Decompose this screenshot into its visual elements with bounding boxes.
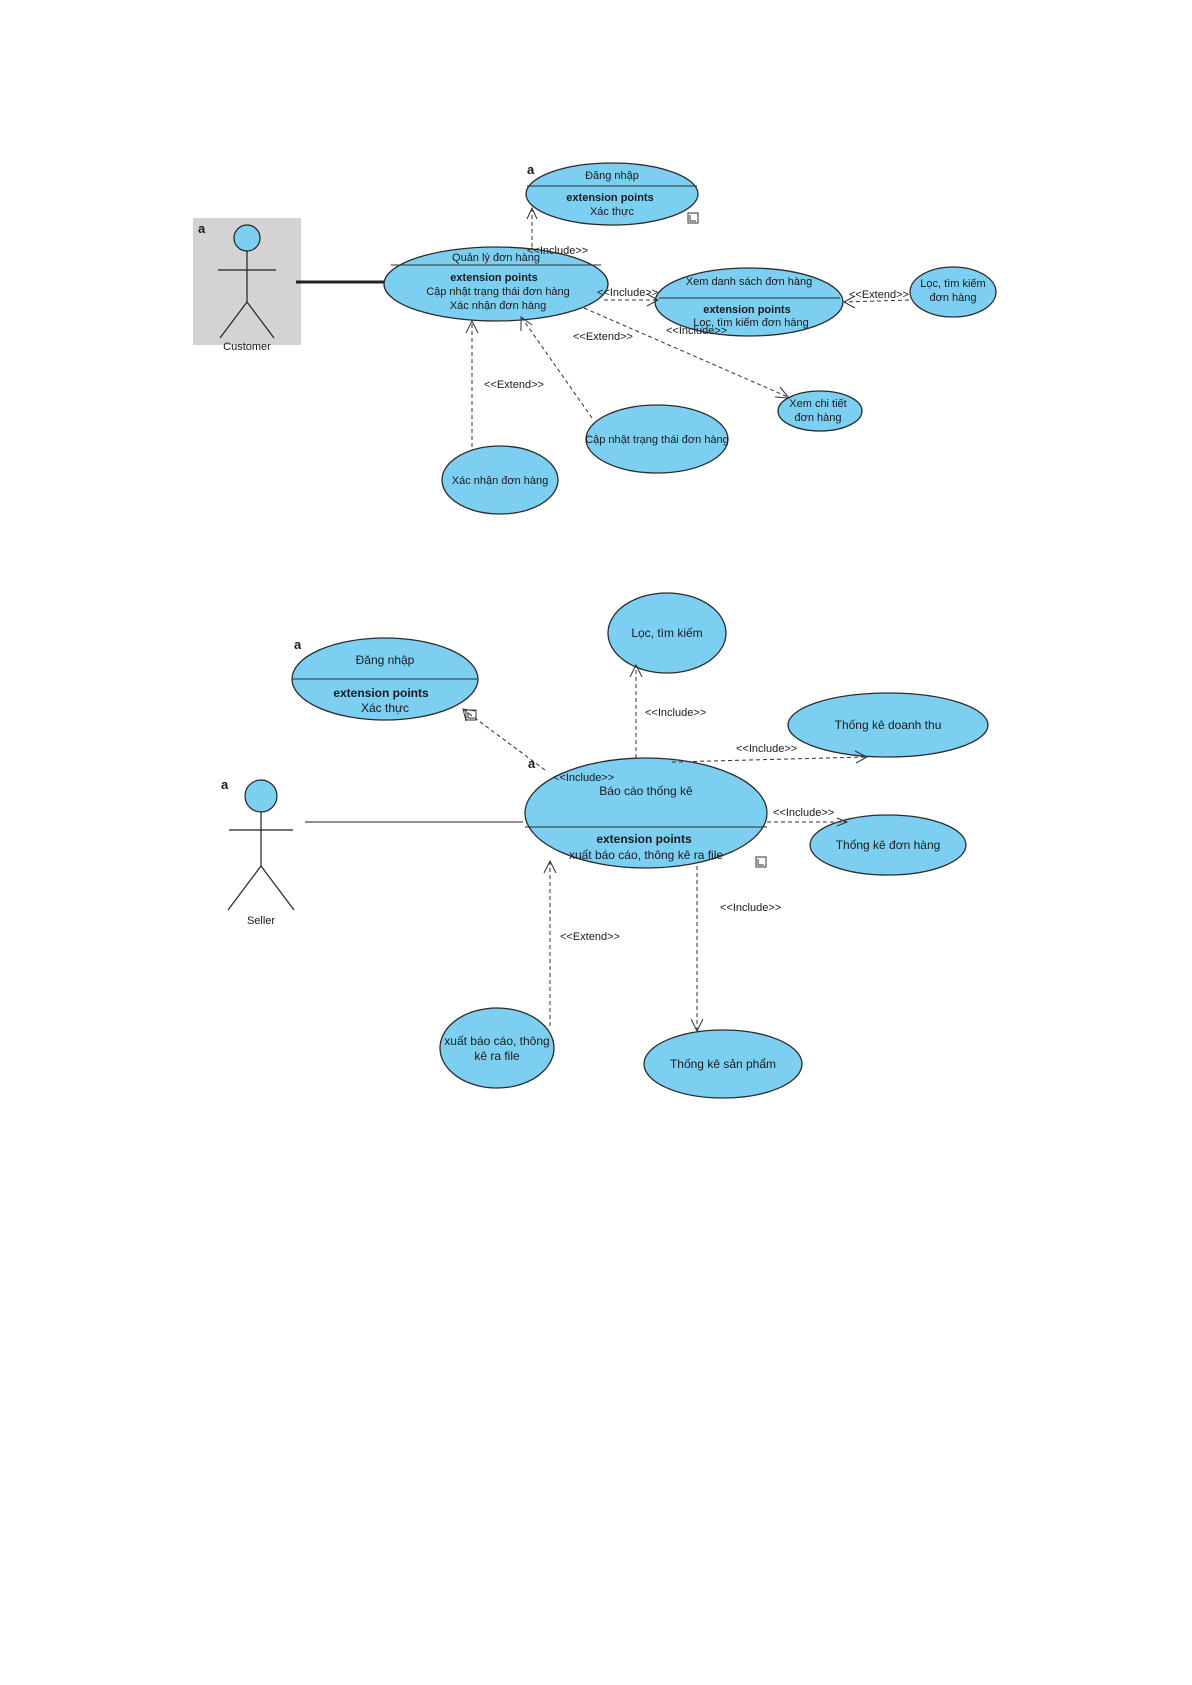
relationship-label: <<Extend>> xyxy=(484,379,544,391)
actor-right-leg xyxy=(246,301,275,339)
relationship-label: <<Extend>> xyxy=(560,931,620,943)
relationship-include-revenue[interactable]: <<Include>> xyxy=(671,743,869,764)
relationship-label: <<Include>> xyxy=(720,902,781,914)
usecase-view-order-list[interactable]: Xem danh sách đơn hàng extension points … xyxy=(654,267,844,337)
usecase-title: Xác nhận đơn hàng xyxy=(452,475,549,487)
usecase-title-line2: đơn hàng xyxy=(930,292,977,304)
actor-tag: a xyxy=(198,221,206,236)
usecase-shape xyxy=(607,592,727,674)
actor-head xyxy=(244,779,278,813)
extension-point: Xác thực xyxy=(361,701,409,715)
relationship-extend-export[interactable]: <<Extend>> xyxy=(543,859,620,1026)
usecase-shape xyxy=(524,757,768,869)
relationship-label: <<Extend>> xyxy=(573,331,633,343)
relationship-label: <<Include>> xyxy=(553,772,614,784)
relationship-extend-update[interactable]: <<Extend>> xyxy=(520,316,633,419)
usecase-title: Cập nhật trạng thái đơn hàng xyxy=(585,434,729,446)
relationship-label: <<Extend>> xyxy=(849,289,909,301)
extension-point: Xác nhận đơn hàng xyxy=(450,300,547,312)
usecase-confirm-order[interactable]: Xác nhận đơn hàng xyxy=(441,445,559,515)
usecase-filter-search[interactable]: Lọc, tìm kiếm xyxy=(607,592,727,674)
relationship-label: <<Include>> xyxy=(736,743,797,755)
actor-head xyxy=(233,224,261,252)
relationship-include-filter[interactable]: <<Include>> xyxy=(629,663,706,758)
usecase-tag: a xyxy=(527,162,535,177)
extension-point: Xác thực xyxy=(590,206,635,218)
relationship-label: <<Include>> xyxy=(666,325,727,337)
usecase-title: Lọc, tìm kiếm xyxy=(631,626,702,640)
usecase-title: Thống kê doanh thu xyxy=(835,718,942,732)
actor-name: Customer xyxy=(223,341,271,353)
relationship-include-login[interactable]: <<Include>> xyxy=(526,206,588,257)
usecase-revenue-stats[interactable]: Thống kê doanh thu xyxy=(787,692,989,758)
usecase-filter-orders[interactable]: Lọc, tìm kiếm đơn hàng xyxy=(909,266,997,318)
actor-tag: a xyxy=(221,777,229,792)
usecase-title: Thống kê đơn hàng xyxy=(836,838,941,852)
relationship-include-products[interactable]: <<Include>> xyxy=(690,866,781,1033)
usecase-title: Quản lý đơn hàng xyxy=(452,252,540,264)
extension-points-header: extension points xyxy=(566,192,653,204)
usecase-title: Đăng nhập xyxy=(356,653,415,667)
actor-name: Seller xyxy=(247,915,275,927)
extension-points-header: extension points xyxy=(596,832,692,846)
usecase-update-status[interactable]: Cập nhật trạng thái đơn hàng xyxy=(585,404,729,474)
actor-right-leg xyxy=(260,865,295,911)
usecase-manage-orders[interactable]: Quản lý đơn hàng extension points Cập nh… xyxy=(383,246,609,322)
actor-seller[interactable]: a Seller xyxy=(221,777,295,927)
actor-left-leg xyxy=(227,865,262,911)
usecase-title-line1: Xem chi tiết xyxy=(789,398,846,410)
usecase-shape xyxy=(441,445,559,515)
relationship-include-login-2[interactable]: <<Include>> xyxy=(462,708,614,784)
usecase-title-line1: xuất báo cáo, thông xyxy=(444,1034,549,1048)
extension-points-header: extension points xyxy=(703,304,790,316)
usecase-shape xyxy=(643,1029,803,1099)
usecase-order-stats[interactable]: Thống kê đơn hàng xyxy=(809,814,967,876)
usecase-shape xyxy=(909,266,997,318)
actor-left-leg xyxy=(219,301,248,339)
usecase-title-line1: Lọc, tìm kiếm xyxy=(920,278,985,290)
relationship-extend-confirm[interactable]: <<Extend>> xyxy=(465,319,544,447)
usecase-export-report[interactable]: xuất báo cáo, thông kê ra file xyxy=(439,1007,555,1089)
usecase-login-1[interactable]: a Đăng nhập extension points Xác thực xyxy=(525,162,699,226)
relationship-include-orders[interactable]: <<Include>> xyxy=(767,807,849,827)
diagram-customer: a Customer a Đăng nhập extension points … xyxy=(193,162,997,515)
usecase-report-statistics[interactable]: a Báo cáo thống kê extension points xuất… xyxy=(524,756,768,869)
extension-point: Lọc, tìm kiếm đơn hàng xyxy=(693,317,808,329)
usecase-title: Đăng nhập xyxy=(585,170,639,182)
usecase-shape xyxy=(525,162,699,226)
usecase-title: Xem danh sách đơn hàng xyxy=(686,276,812,288)
usecase-shape xyxy=(787,692,989,758)
extension-point: xuất báo cáo, thông kê ra file xyxy=(569,848,723,862)
usecase-tag: a xyxy=(528,756,536,771)
usecase-shape xyxy=(777,390,863,432)
usecase-shape xyxy=(585,404,729,474)
usecase-order-detail[interactable]: Xem chi tiết đơn hàng xyxy=(777,390,863,432)
usecase-title: Thống kê sản phẩm xyxy=(670,1057,776,1071)
resize-handle-icon[interactable] xyxy=(687,212,699,224)
usecase-login-2[interactable]: a Đăng nhập extension points Xác thực xyxy=(291,637,479,721)
relationship-include-detail[interactable]: <<Include>> xyxy=(583,307,791,399)
diagram-seller: a Seller a Đăng nhập extension points Xá… xyxy=(221,592,989,1099)
usecase-shape xyxy=(809,814,967,876)
extension-point: Cập nhật trạng thái đơn hàng xyxy=(426,286,570,298)
relationship-label: <<Include>> xyxy=(527,245,588,257)
relationship-label: <<Include>> xyxy=(597,287,658,299)
actor-customer[interactable]: a Customer xyxy=(193,218,301,353)
usecase-title-line2: kê ra file xyxy=(474,1049,520,1063)
relationship-extend-filter[interactable]: <<Extend>> xyxy=(842,289,910,309)
relationship-include-list[interactable]: <<Include>> xyxy=(597,287,660,307)
usecase-shape xyxy=(439,1007,555,1089)
extension-points-header: extension points xyxy=(333,686,429,700)
usecase-title: Báo cáo thống kê xyxy=(599,784,693,798)
relationship-label: <<Include>> xyxy=(773,807,834,819)
relationship-label: <<Include>> xyxy=(645,707,706,719)
usecase-tag: a xyxy=(294,637,302,652)
resize-handle-icon[interactable] xyxy=(755,856,767,868)
usecase-title-line2: đơn hàng xyxy=(795,412,842,424)
extension-points-header: extension points xyxy=(450,272,537,284)
usecase-product-stats[interactable]: Thống kê sản phẩm xyxy=(643,1029,803,1099)
